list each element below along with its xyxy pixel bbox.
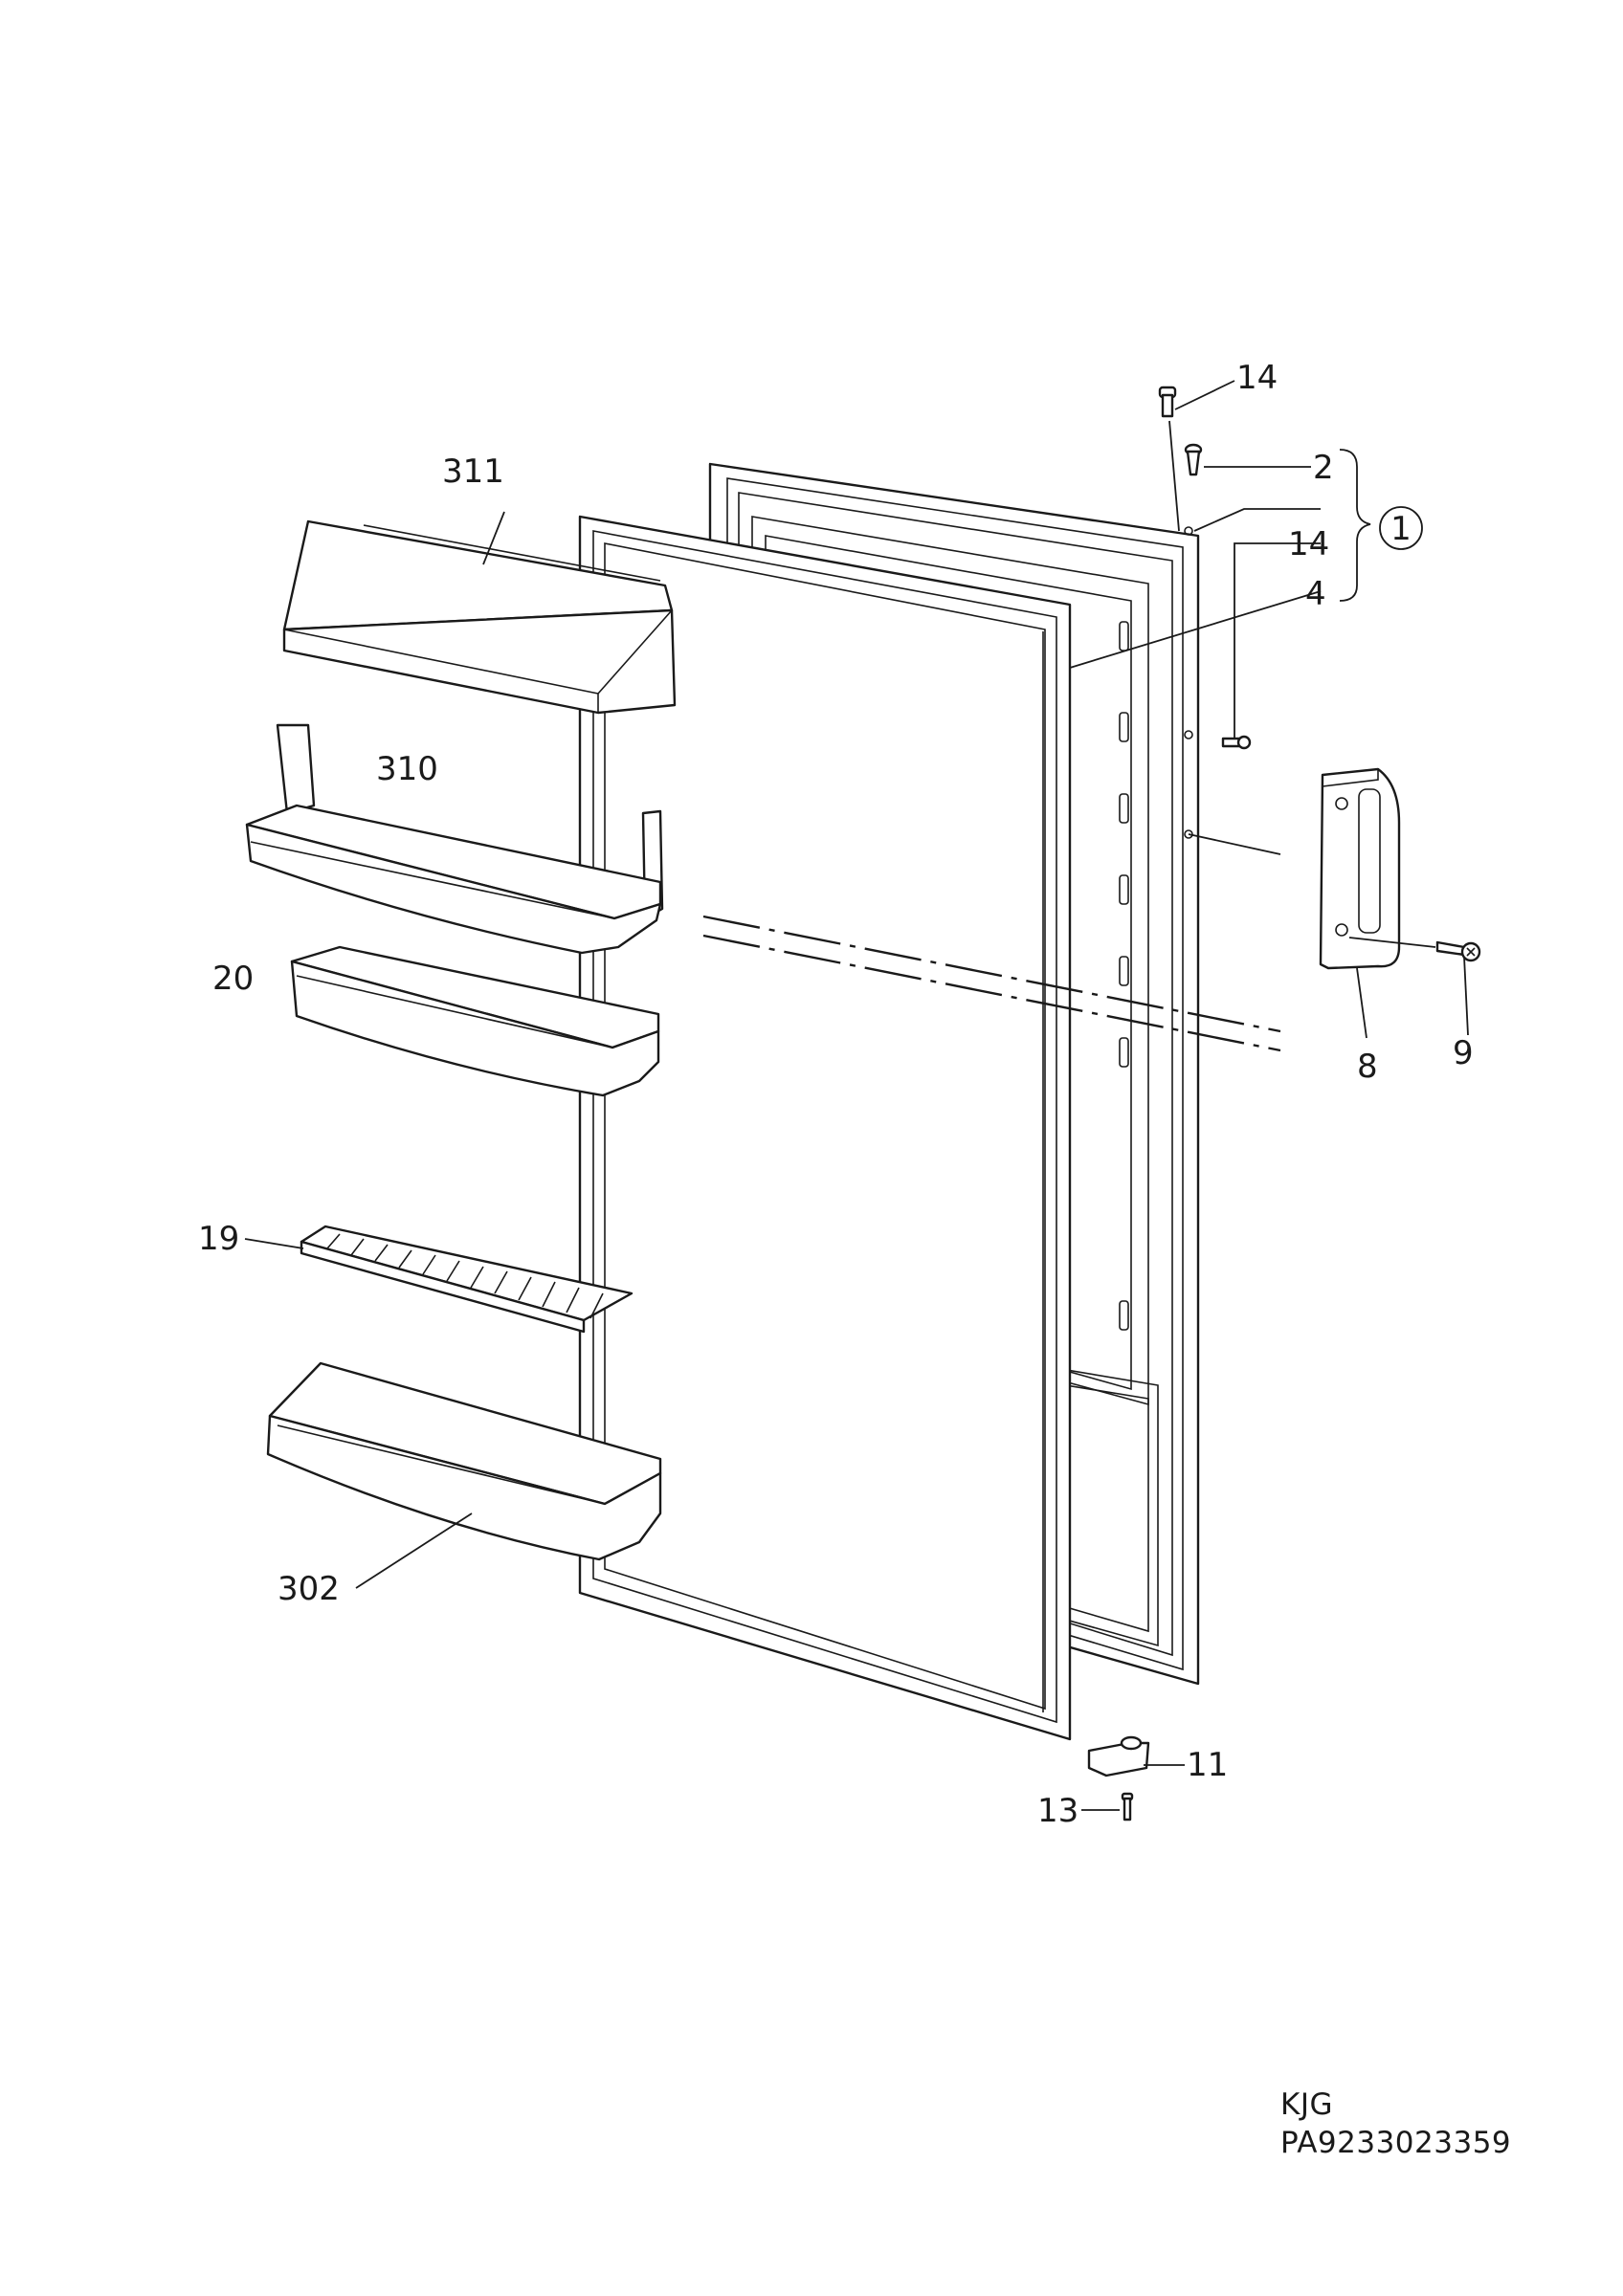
- footer-part-number: PA9233023359: [1280, 2126, 1512, 2160]
- label-4: 4: [1305, 575, 1326, 613]
- center-line-lower: [702, 934, 1281, 1052]
- hinge-pin-top: [1158, 386, 1177, 418]
- label-14-mid: 14: [1288, 525, 1329, 563]
- label-2: 2: [1313, 449, 1334, 487]
- dairy-lid: [282, 519, 677, 715]
- upper-door-shelf: [245, 723, 664, 955]
- door-gasket: [578, 515, 1072, 1741]
- label-20: 20: [212, 960, 254, 998]
- label-302: 302: [278, 1570, 340, 1608]
- middle-door-shelf: [290, 945, 660, 1097]
- callout-labels: 14 2 1 14 4 311 310 20 19 302 8 9 11 13: [198, 359, 1474, 1830]
- center-line-upper: [702, 915, 1281, 1033]
- leader-lines: [244, 380, 1469, 1811]
- shelf-ribs: [326, 1233, 604, 1319]
- bottom-hinge-screw: [1121, 1792, 1134, 1821]
- label-11: 11: [1187, 1746, 1228, 1784]
- label-311: 311: [442, 453, 504, 491]
- label-310: 310: [376, 750, 438, 788]
- label-1: 1: [1390, 510, 1412, 548]
- door-handle: [1319, 767, 1401, 970]
- footer-code: KJG: [1280, 2087, 1333, 2122]
- group-1-circle: [1379, 506, 1423, 550]
- label-9: 9: [1453, 1034, 1474, 1072]
- label-13: 13: [1037, 1792, 1078, 1830]
- hinge-bush: [1184, 443, 1203, 476]
- handle-screw: [1435, 940, 1481, 962]
- label-19: 19: [198, 1220, 239, 1258]
- label-14-top: 14: [1236, 359, 1278, 397]
- ribbed-shelf: [300, 1225, 634, 1334]
- bottom-hinge-bracket: [1087, 1735, 1150, 1777]
- label-8: 8: [1357, 1048, 1378, 1086]
- bottle-shelf: [266, 1361, 662, 1561]
- hinge-pin-mid: [1221, 735, 1252, 750]
